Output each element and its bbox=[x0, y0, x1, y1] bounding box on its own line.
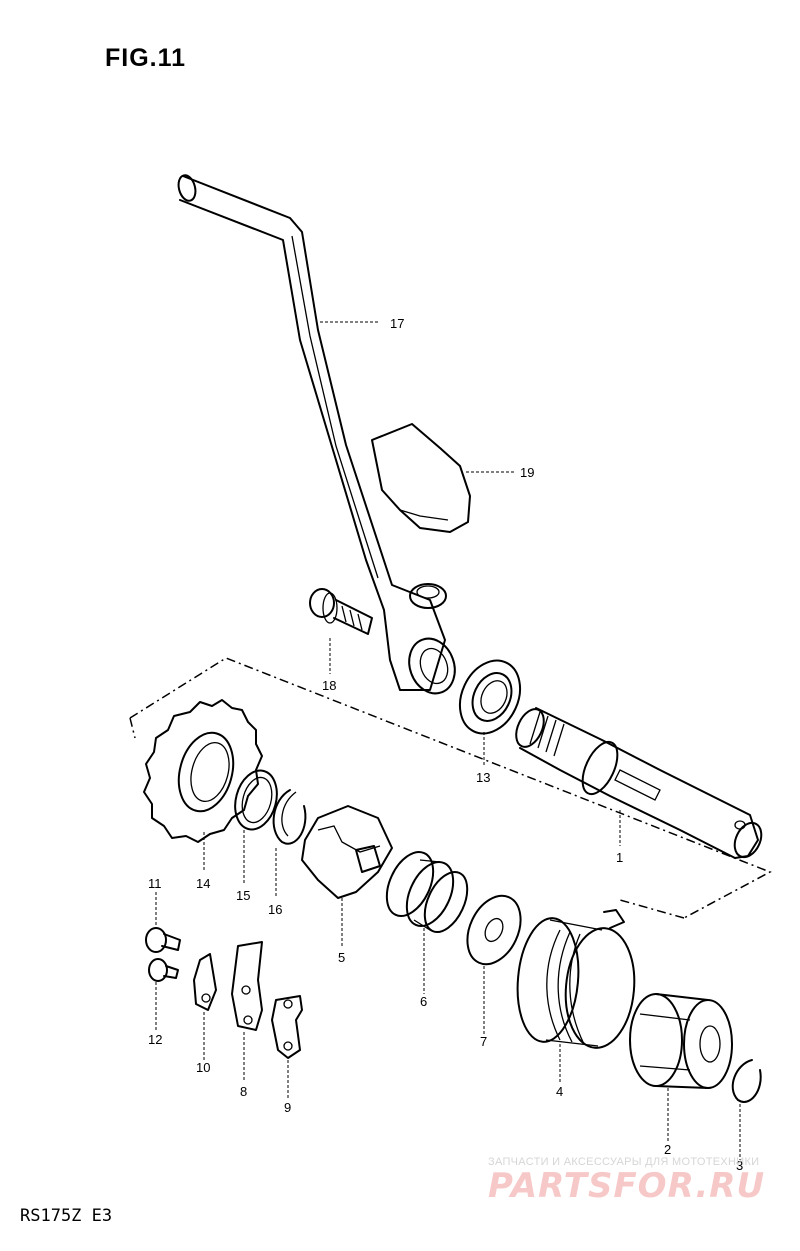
model-code: RS175Z E3 bbox=[20, 1206, 113, 1226]
watermark-brand: PARTSFOR.RU bbox=[488, 1166, 766, 1206]
callout-15: 15 bbox=[236, 888, 250, 903]
circlip-part-3 bbox=[731, 1059, 762, 1103]
screw-part-12 bbox=[148, 958, 179, 982]
callout-8: 8 bbox=[240, 1084, 247, 1099]
callout-16: 16 bbox=[268, 902, 282, 917]
plate-part-9 bbox=[271, 995, 303, 1059]
callout-13: 13 bbox=[476, 770, 490, 785]
callout-7: 7 bbox=[480, 1034, 487, 1049]
callout-12: 12 bbox=[148, 1032, 162, 1047]
guide-part-5 bbox=[301, 805, 393, 899]
plate-part-10 bbox=[193, 953, 217, 1011]
washer-part-15 bbox=[234, 769, 278, 831]
stopper-plate-part-8 bbox=[231, 941, 263, 1031]
bolt-part-18 bbox=[309, 588, 373, 635]
washer-part-7 bbox=[466, 894, 522, 966]
assembly-outline bbox=[129, 657, 772, 919]
callout-5: 5 bbox=[338, 950, 345, 965]
return-spring-part-4 bbox=[516, 909, 636, 1049]
screw-part-11 bbox=[145, 927, 181, 953]
callout-10: 10 bbox=[196, 1060, 210, 1075]
callout-9: 9 bbox=[284, 1100, 291, 1115]
callout-1: 1 bbox=[616, 850, 623, 865]
callout-19: 19 bbox=[520, 465, 534, 480]
kick-shaft-part-1 bbox=[515, 707, 763, 859]
circlip-part-16 bbox=[272, 789, 307, 845]
oil-seal-part-13 bbox=[458, 659, 522, 735]
callout-3: 3 bbox=[736, 1158, 743, 1173]
callout-18: 18 bbox=[322, 678, 336, 693]
figure-title: FIG.11 bbox=[105, 44, 187, 72]
callout-11: 11 bbox=[148, 876, 162, 891]
callout-14: 14 bbox=[196, 876, 210, 891]
callout-6: 6 bbox=[420, 994, 427, 1009]
lever-cover-part-19 bbox=[371, 423, 471, 533]
callout-17: 17 bbox=[390, 316, 404, 331]
callout-2: 2 bbox=[664, 1142, 671, 1157]
leader-lines bbox=[155, 321, 741, 1160]
watermark-tagline: ЗАПЧАСТИ И АКСЕССУАРЫ ДЛЯ МОТОТЕХНИКИ bbox=[488, 1156, 760, 1168]
kick-lever-part-17 bbox=[177, 174, 456, 695]
spring-part-6 bbox=[385, 851, 469, 933]
kick-gear-part-14 bbox=[143, 699, 263, 843]
callout-4: 4 bbox=[556, 1084, 563, 1099]
pinion-part-2 bbox=[629, 993, 733, 1089]
